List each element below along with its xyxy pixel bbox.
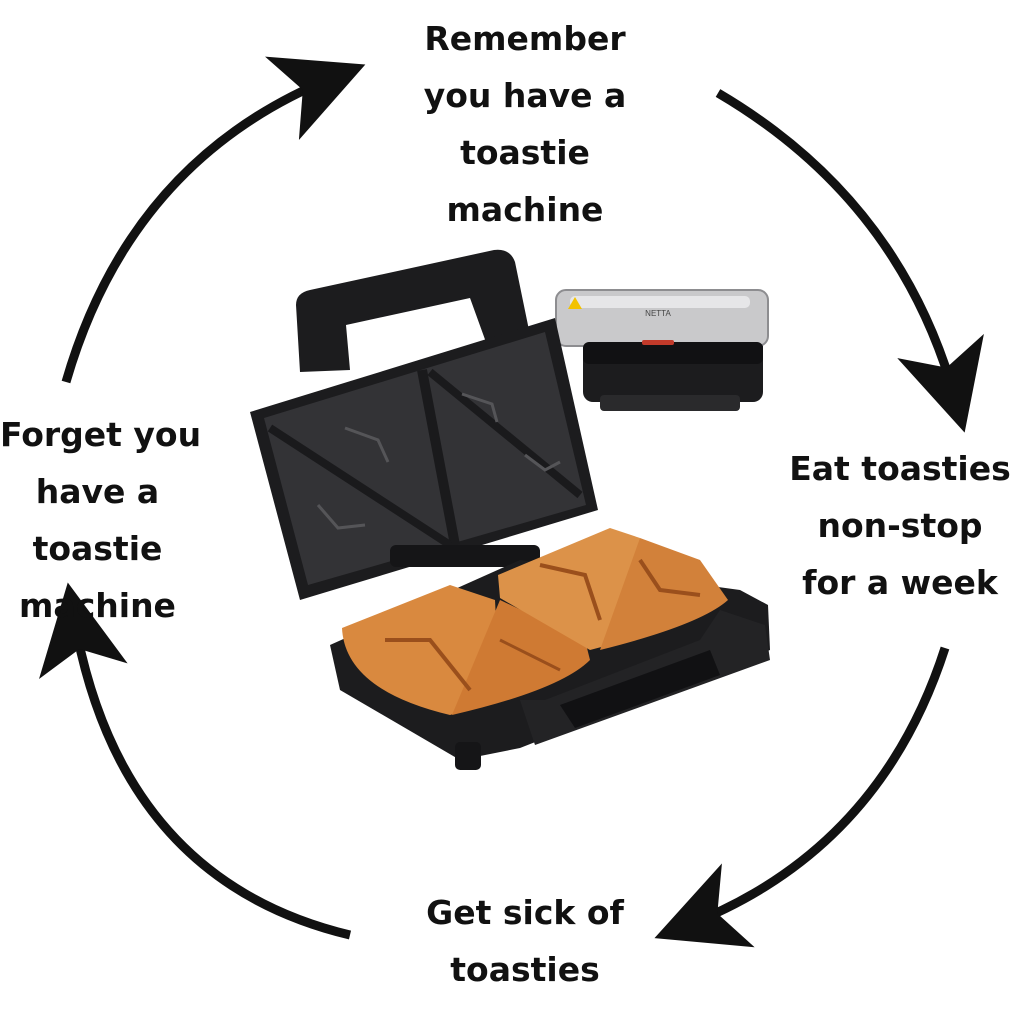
toastie-machine-image: NETTA — [250, 249, 770, 770]
arrow-bottom-to-left — [39, 582, 352, 940]
step-line: Get sick of — [426, 893, 624, 932]
step-eat: Eat toasties non-stop for a week — [775, 440, 1024, 611]
step-line: Forget you — [0, 415, 202, 454]
toasties — [342, 528, 728, 715]
step-line: machine — [446, 190, 604, 229]
arrow-left-to-top — [61, 56, 366, 384]
step-sick: Get sick of toasties — [380, 884, 670, 998]
arrow-top-to-right — [715, 89, 984, 433]
step-line: non-stop — [817, 506, 983, 545]
step-line: toastie — [32, 529, 163, 568]
step-line: toasties — [450, 950, 600, 989]
arrow-right-to-bottom — [654, 646, 950, 948]
step-line: Eat toasties — [789, 449, 1011, 488]
step-line: for a week — [802, 563, 998, 602]
step-line: you have a — [423, 76, 627, 115]
step-line: toastie — [460, 133, 590, 172]
step-forget: Forget you have a toastie machine — [0, 406, 202, 634]
closed-toaster: NETTA — [555, 289, 769, 411]
brand-label: NETTA — [645, 309, 671, 318]
step-line: have a — [35, 472, 160, 511]
step-line: machine — [19, 586, 176, 625]
step-line: Remember — [424, 19, 626, 58]
step-remember: Remember you have a toastie machine — [360, 10, 690, 238]
